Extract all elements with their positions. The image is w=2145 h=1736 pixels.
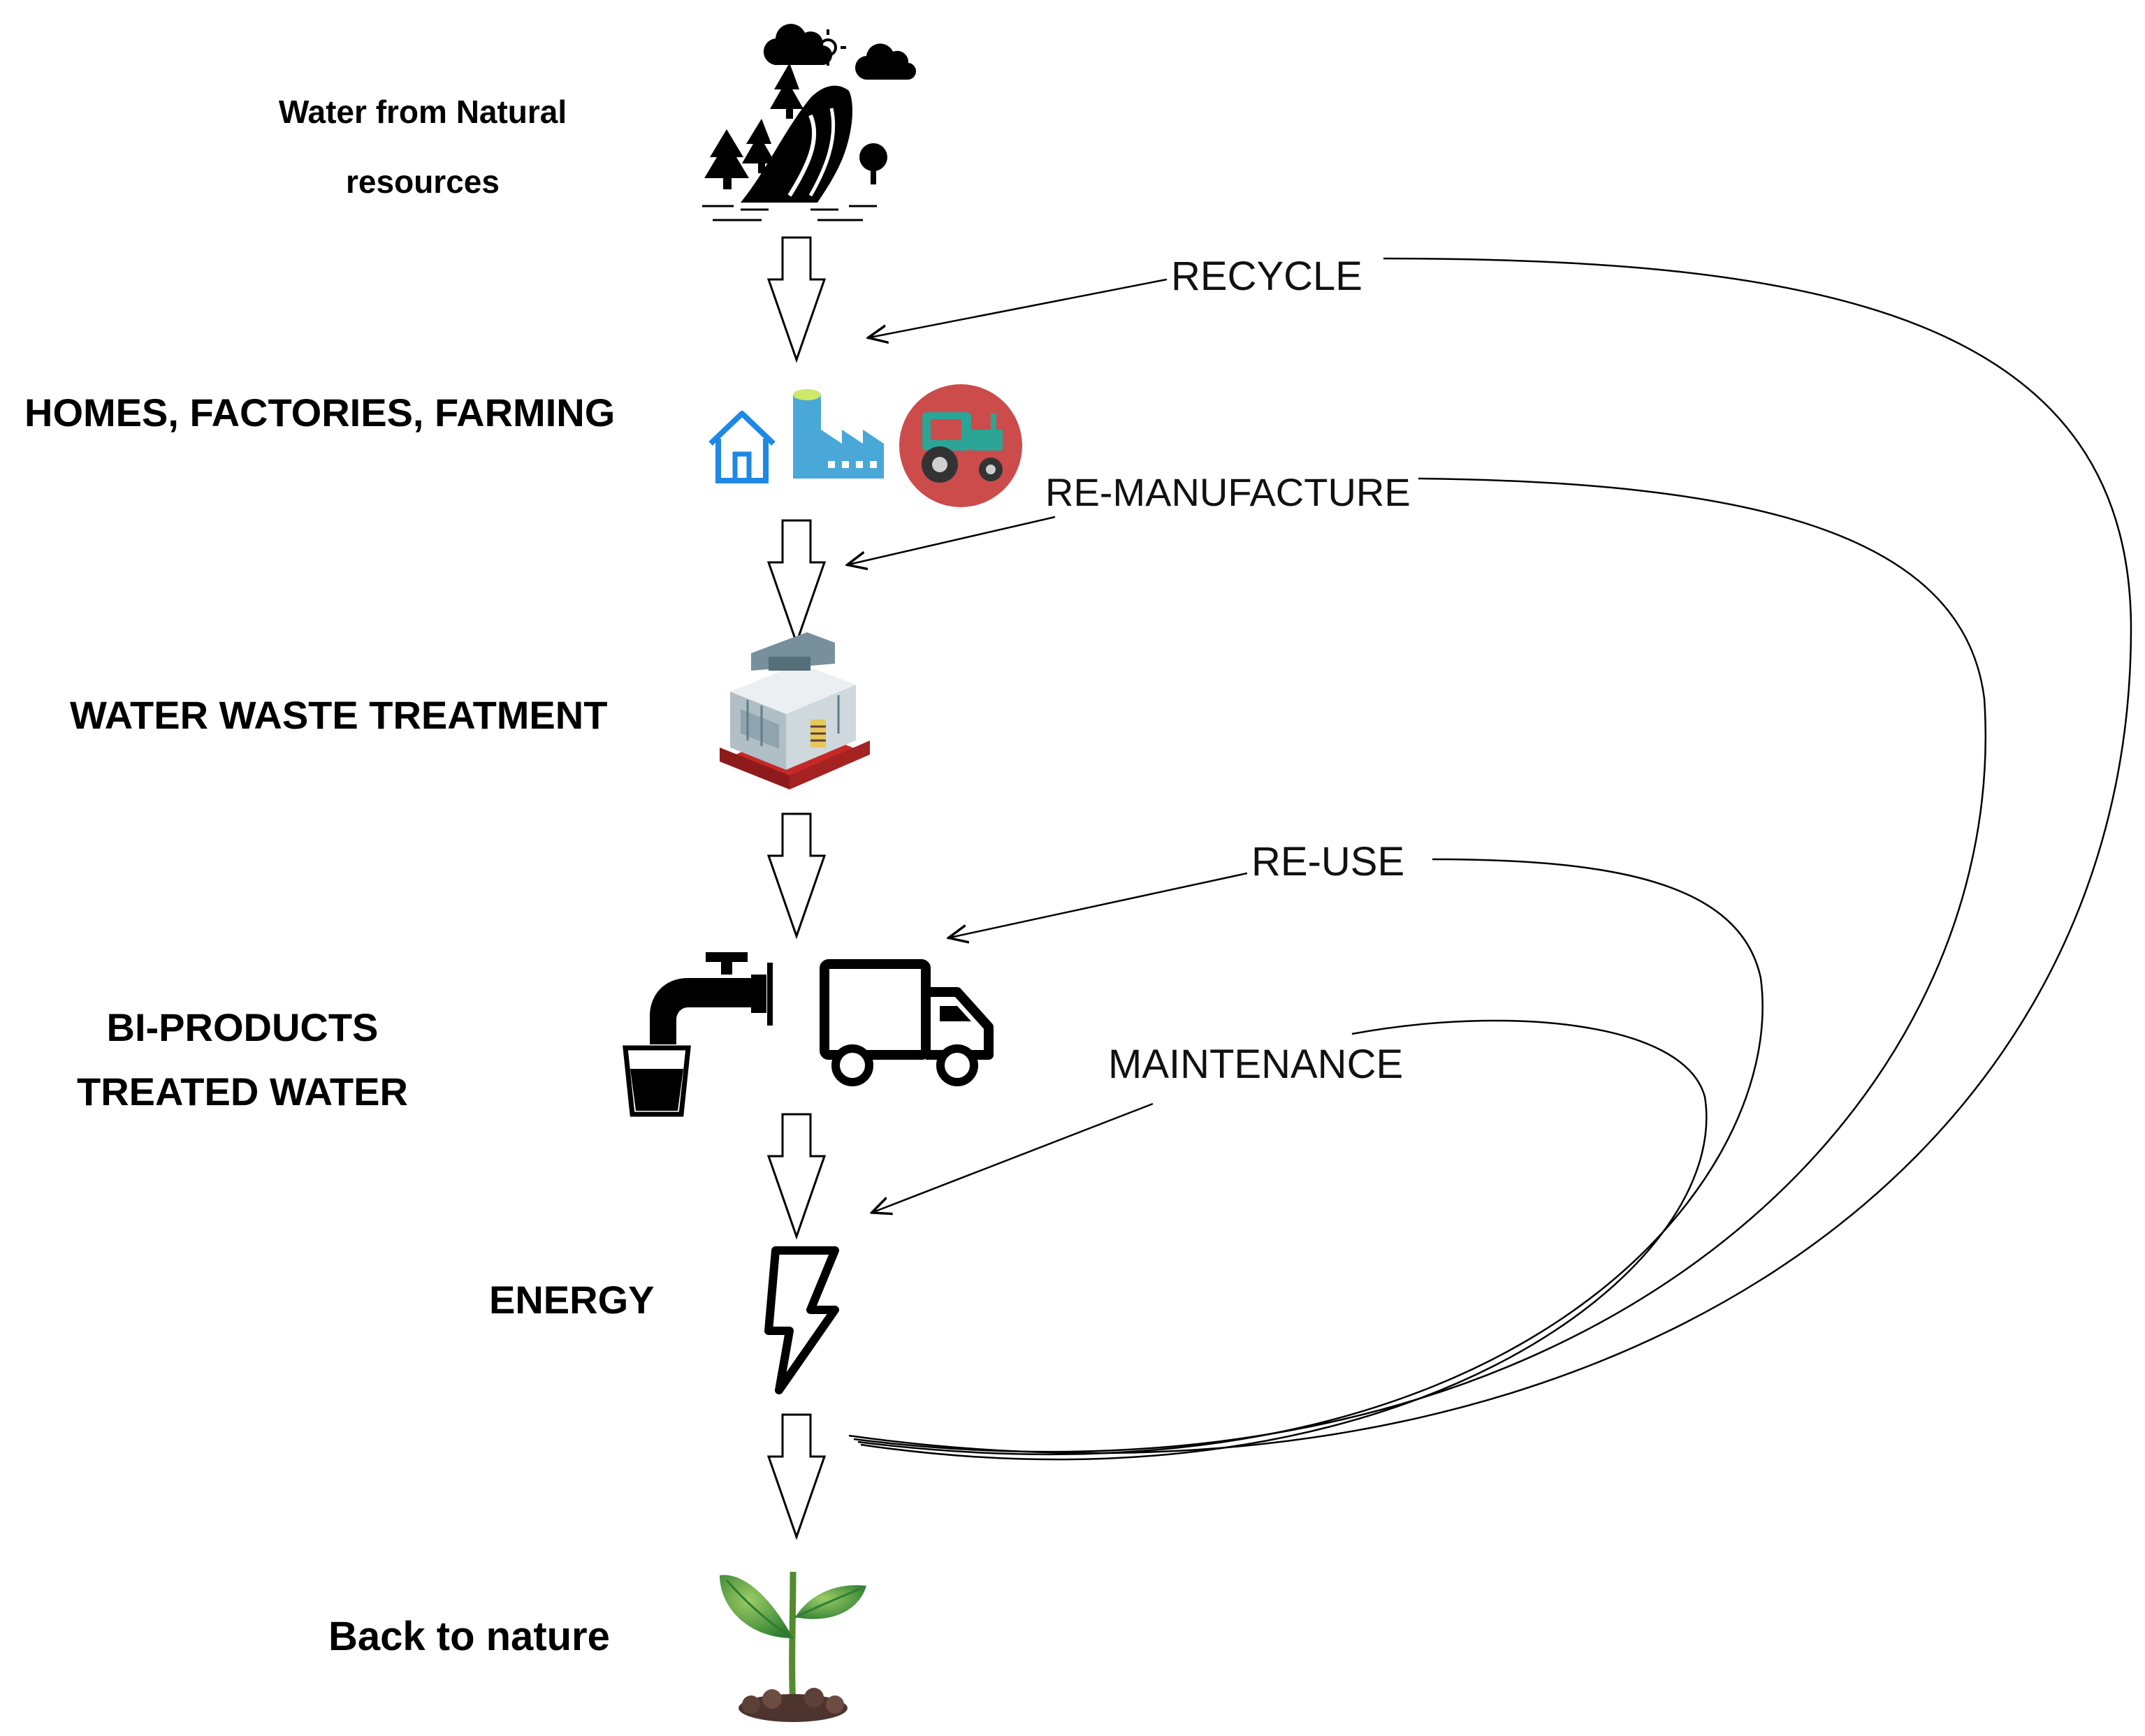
water-tap-icon — [623, 952, 773, 1117]
flow-arrow-5 — [766, 1413, 827, 1540]
maintenance-label: MAINTENANCE — [1104, 1041, 1408, 1088]
tractor-icon — [899, 384, 1022, 507]
flow-arrow-2 — [766, 519, 827, 646]
source-label-line2: resources — [346, 163, 500, 200]
lightning-bolt-icon — [764, 1246, 839, 1394]
reuse-arrow — [950, 872, 1248, 938]
recycle-label: RECYCLE — [1167, 253, 1367, 300]
factory-icon — [793, 389, 884, 479]
remanufacture-arrow — [849, 516, 1056, 564]
waterfall-landscape-icon — [702, 24, 917, 221]
byproducts-label-line2: TREATED WATER — [77, 1070, 408, 1114]
treatment-label: WATER WASTE TREATMENT — [70, 693, 608, 737]
recycle-arrow — [870, 278, 1168, 337]
recycle-loop-curve — [848, 257, 2132, 1454]
users-label: HOMES, FACTORIES, FARMING — [24, 391, 616, 435]
nature-label: Back to nature — [328, 1614, 610, 1659]
seedling-plant-icon — [720, 1571, 866, 1722]
source-label: Water from Natural resources — [259, 77, 587, 217]
energy-label: ENERGY — [489, 1278, 655, 1322]
flow-arrow-3 — [766, 812, 827, 940]
delivery-truck-icon — [820, 959, 994, 1086]
flow-arrow-4 — [766, 1113, 827, 1240]
house-icon — [708, 411, 776, 483]
flow-arrow-1 — [766, 236, 827, 363]
byproducts-label: BI-PRODUCTS TREATED WATER — [77, 995, 408, 1124]
treatment-plant-icon — [720, 632, 870, 789]
byproducts-label-line1: BI-PRODUCTS — [106, 1005, 379, 1049]
reuse-loop-curve — [857, 858, 1764, 1455]
maintenance-arrow — [873, 1102, 1154, 1212]
remanufacture-loop-curve — [853, 477, 1986, 1453]
remanufacture-label: RE-MANUFACTURE — [1041, 469, 1415, 515]
maintenance-loop-curve — [860, 1019, 1708, 1461]
source-label-line1: Water from Natural — [278, 94, 567, 130]
reuse-label: RE-USE — [1247, 838, 1409, 885]
